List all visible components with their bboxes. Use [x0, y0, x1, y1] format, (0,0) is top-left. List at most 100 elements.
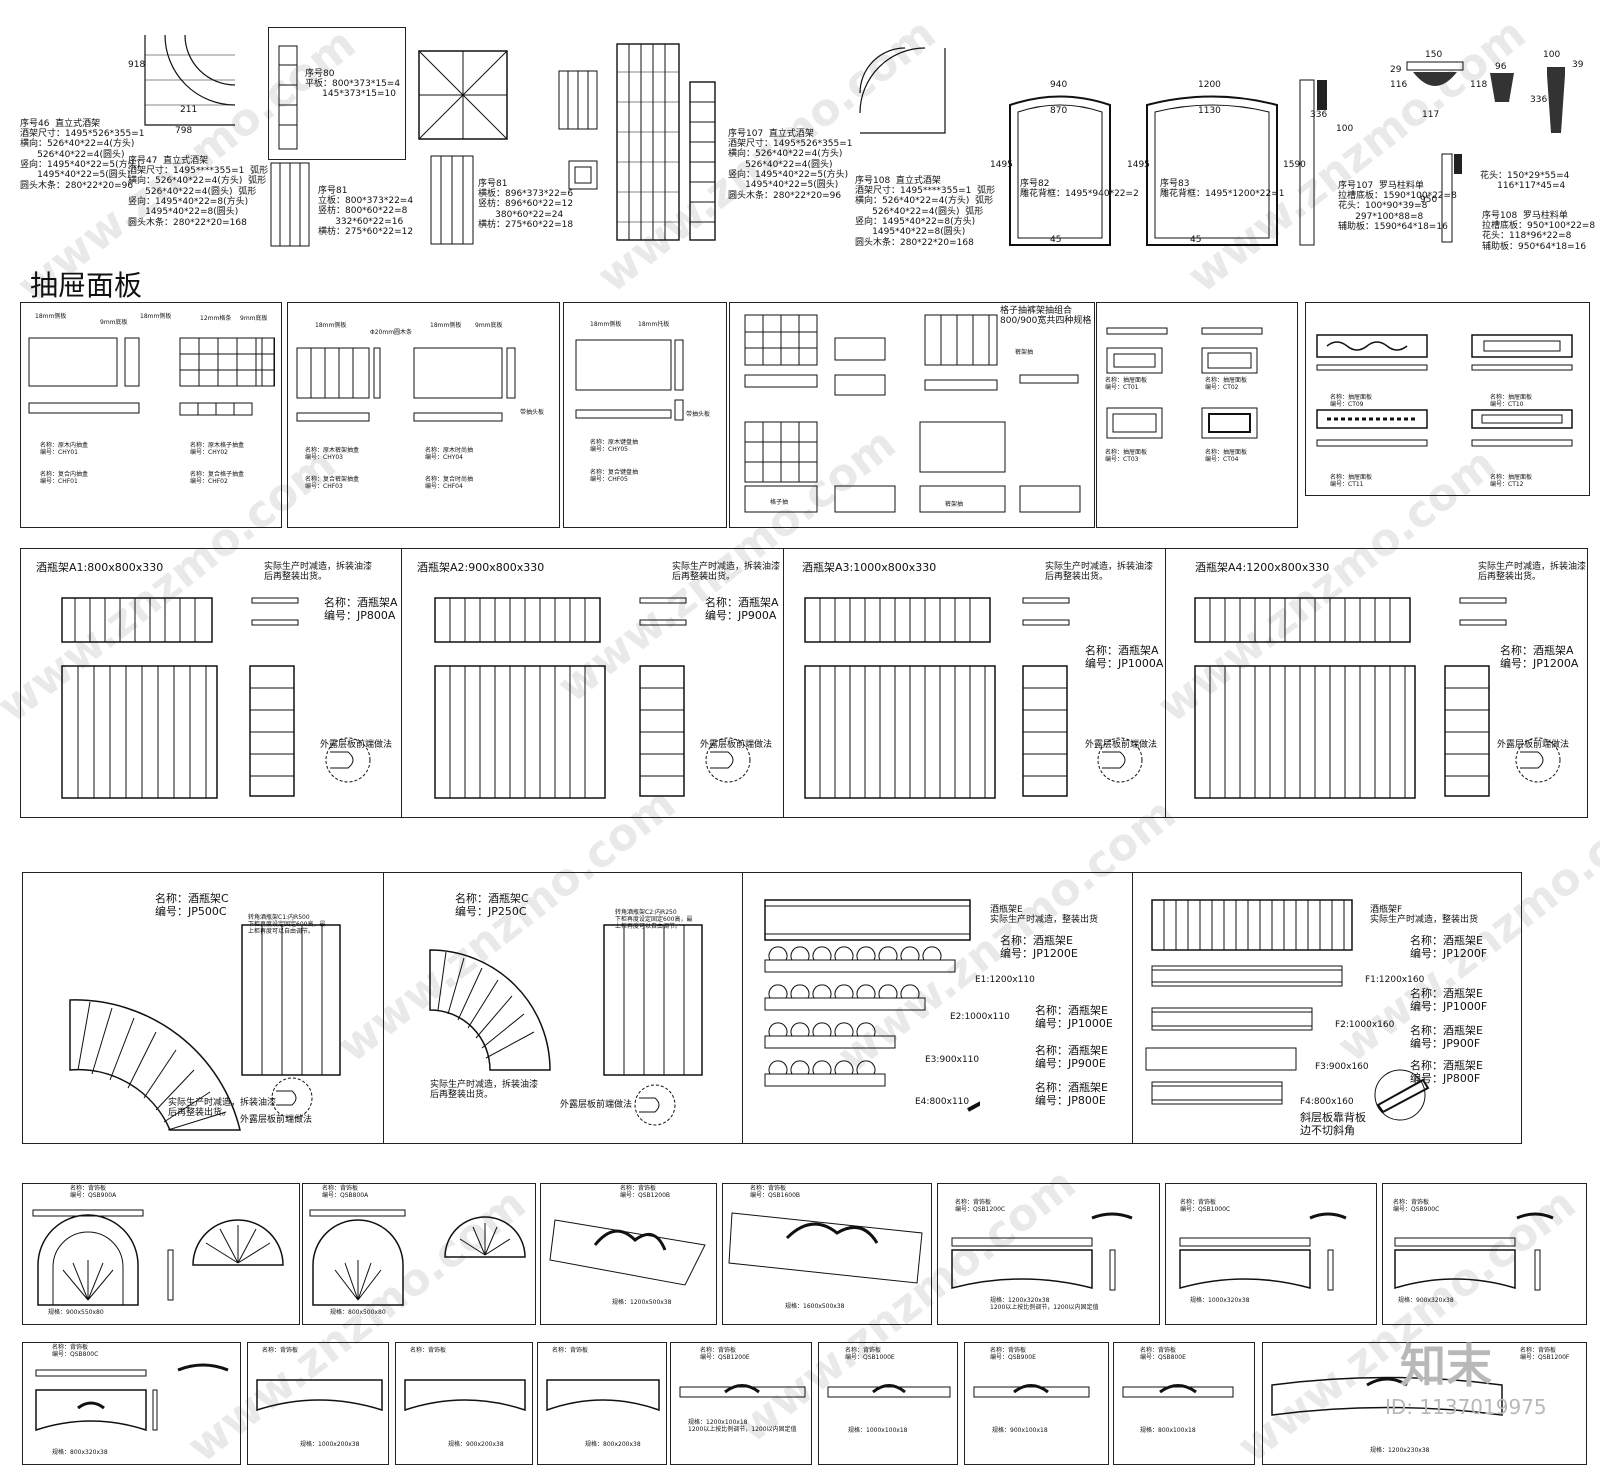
drawer-spec: 名称：复合内抽盒编号：CHF01: [40, 471, 89, 485]
carved-back-frame-1200: [1146, 95, 1278, 246]
brand-logo: 知末: [1400, 1339, 1492, 1393]
part-label: 18mm侧板: [590, 321, 622, 328]
rack-f-heading: 酒瓶架F 实际生产时减造，整装出货: [1370, 905, 1479, 926]
dim-950: 950: [1420, 195, 1438, 205]
dim-1495: 1495: [990, 160, 1013, 170]
rack-note: 实际生产时减造，拆装油漆 后再整装出货。: [430, 1080, 539, 1101]
flower-head-icon: [1406, 61, 1464, 86]
rack-f-note: 斜层板靠背板 边不切斜角: [1300, 1111, 1366, 1137]
carved-back-panel-drawing: [549, 1219, 706, 1286]
rack-dim: F1:1200x160: [1365, 975, 1425, 985]
part-label: 裤架抽: [1015, 349, 1034, 356]
strip-valance-drawing: [973, 1384, 1090, 1398]
panel-name: 名称：背饰板编号：QSB800C: [52, 1344, 99, 1358]
drawer-spec: 名称：抽屉面板编号：CT04: [1205, 449, 1248, 463]
divider: [1165, 548, 1166, 818]
drawer-panel-5: [1096, 302, 1298, 528]
drawer-panel-1: [20, 302, 282, 528]
dim-45: 45: [1190, 235, 1202, 245]
front-method-label: 外露层板前端做法: [1497, 740, 1570, 750]
drawer-panel-3: [563, 302, 727, 528]
drawer-spec: 名称：复合裤架抽盒编号：CHF03: [305, 476, 360, 490]
back-panel-frame: [1262, 1342, 1587, 1465]
back-panel-frame: [395, 1342, 533, 1465]
strip-valance-drawing: [827, 1384, 951, 1398]
wine-rack-a-drawing: [1194, 597, 1561, 799]
part-label: 带抽头板: [686, 411, 711, 418]
drawer-spec: 名称：原木格子抽盒编号：CHY02: [190, 442, 245, 456]
strip-valance-drawing: [679, 1384, 806, 1398]
panel-spec: 规格：800x500x80: [330, 1309, 386, 1316]
panel-name: 名称：背饰板编号：QSB900E: [990, 1347, 1036, 1361]
wine-rack-a-frame: [20, 548, 1588, 818]
section-title: 抽屉面板: [30, 269, 143, 302]
dim-29: 29: [1390, 65, 1402, 75]
dim-336: 336: [1310, 110, 1328, 120]
divider: [401, 548, 402, 818]
panel-spec: 规格：1200x320x38 1200以上按比例调节，1200以内固定值: [990, 1297, 1099, 1311]
panel-spec: 规格：800x320x38: [52, 1449, 108, 1456]
wine-rack-a-drawing: [61, 597, 371, 799]
small-lattice: [558, 70, 598, 130]
drawer-spec: 名称：复合格子抽盒编号：CHF02: [190, 471, 245, 485]
part-label: 9mm底板: [100, 319, 128, 326]
part-label: 18mm侧板: [315, 322, 347, 329]
dim-1495: 1495: [1127, 160, 1150, 170]
image-id: ID: 1137019975: [1385, 1395, 1547, 1419]
drawer-panel-6: [1305, 302, 1590, 496]
drawer-spec: 名称：抽屉面板编号：CT11: [1330, 474, 1373, 488]
rack-title: 酒瓶架A3:1000x800x330: [802, 561, 937, 574]
wine-rack-a-drawing: [434, 597, 751, 799]
rack-dim: E3:900x110: [925, 1055, 980, 1065]
arched-valance-drawing: [1271, 1376, 1503, 1416]
arched-back-panel-drawing: [1179, 1212, 1347, 1291]
dim-100: 100: [1543, 50, 1561, 60]
strip-valance-drawing: [1122, 1384, 1234, 1398]
arched-back-panel-drawing: [35, 1363, 229, 1432]
dim-118: 118: [1470, 80, 1488, 90]
rack-dim: F4:800x160: [1300, 1097, 1354, 1107]
curved-rack-plan: [859, 47, 946, 134]
rack-note: 实际生产时减造，拆装油漆 后再整装出货。: [1045, 562, 1154, 583]
panel-spec: 规格：900x320x38: [1398, 1297, 1454, 1304]
part-label: 9mm底板: [475, 322, 503, 329]
panel-name: 名称：背饰板编号：QSB800E: [1140, 1347, 1186, 1361]
panel-name: 名称：背饰板编号：QSB800A: [322, 1185, 369, 1199]
drawer-spec: 名称：原木时尚抽编号：CHY04: [425, 447, 474, 461]
divider: [383, 872, 384, 1144]
drawer-spec: 名称：原木键盘抽编号：CHY05: [590, 439, 639, 453]
shell-back-panel-drawing: [309, 1209, 526, 1306]
lattice-drawer-combo: [744, 314, 1081, 513]
part-label: 裤架抽: [945, 501, 964, 508]
arch-valance-drawing: [404, 1379, 526, 1412]
back-panel-frame: [937, 1183, 1160, 1325]
drawer-spec: 名称：原木裤架抽盒编号：CHY03: [305, 447, 360, 461]
dim-1590: 1590: [1283, 160, 1306, 170]
dim-798: 798: [175, 126, 193, 136]
lattice-panel: [430, 155, 474, 245]
front-method-label: 外露层板前端做法: [320, 740, 393, 750]
dim-336: 336: [1530, 95, 1548, 105]
dim-100: 100: [1336, 124, 1354, 134]
rack-dim: F2:1000x160: [1335, 1020, 1395, 1030]
back-panel-frame: [247, 1342, 389, 1465]
dim-116: 116: [1390, 80, 1408, 90]
roman-column-side: [1299, 79, 1327, 246]
drawer-box-drawings: [575, 339, 684, 421]
part-label: 18mm侧板: [430, 322, 462, 329]
part-label: 9mm底板: [240, 315, 268, 322]
panel-spec: 规格：1600x500x38: [785, 1303, 845, 1310]
panel-name: 名称：背饰板编号：QSB1200E: [700, 1347, 750, 1361]
drawer-box-drawings: [28, 337, 275, 416]
drawer-panel-4: [729, 302, 1095, 528]
